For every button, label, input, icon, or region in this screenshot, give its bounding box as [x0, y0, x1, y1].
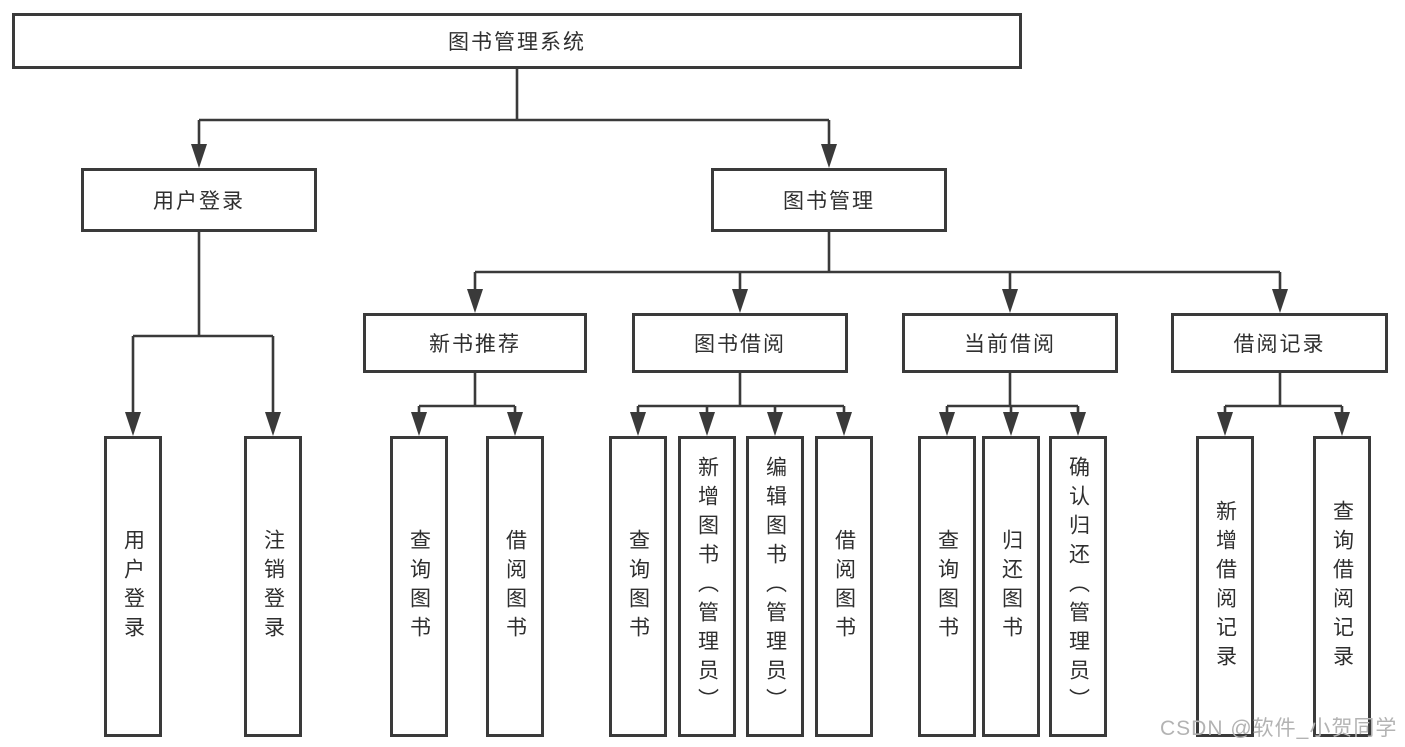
leaf-logout-label: 注销登录: [261, 528, 285, 645]
node-book-management-label: 图书管理: [783, 190, 875, 213]
leaf-recommend-borrow-books: 借阅图书: [486, 436, 544, 737]
node-user-login-label: 用户登录: [153, 190, 245, 213]
node-current-borrow: 当前借阅: [902, 313, 1118, 373]
leaf-borrow-query-books-label: 查询图书: [626, 528, 650, 645]
leaf-current-return-books: 归还图书: [982, 436, 1040, 737]
leaf-current-confirm-return-admin-label: 确认归还（管理员）: [1066, 456, 1090, 717]
leaf-recommend-query-books-label: 查询图书: [407, 528, 431, 645]
node-new-book-recommend: 新书推荐: [363, 313, 587, 373]
leaf-record-query-record-label: 查询借阅记录: [1330, 499, 1354, 674]
leaf-borrow-borrow-books: 借阅图书: [815, 436, 873, 737]
node-book-borrow: 图书借阅: [632, 313, 848, 373]
leaf-borrow-borrow-books-label: 借阅图书: [832, 528, 856, 645]
leaf-current-return-books-label: 归还图书: [999, 528, 1023, 645]
leaf-recommend-borrow-books-label: 借阅图书: [503, 528, 527, 645]
node-root: 图书管理系统: [12, 13, 1022, 69]
node-book-management: 图书管理: [711, 168, 947, 232]
arrowheads: [125, 144, 1350, 436]
leaf-borrow-query-books: 查询图书: [609, 436, 667, 737]
leaf-record-query-record: 查询借阅记录: [1313, 436, 1371, 737]
leaf-borrow-add-books-admin-label: 新增图书（管理员）: [695, 456, 719, 717]
leaf-current-query-books-label: 查询图书: [935, 528, 959, 645]
node-borrow-record: 借阅记录: [1171, 313, 1388, 373]
leaf-record-add-record: 新增借阅记录: [1196, 436, 1254, 737]
leaf-current-query-books: 查询图书: [918, 436, 976, 737]
leaf-borrow-edit-books-admin-label: 编辑图书（管理员）: [763, 456, 787, 717]
node-user-login: 用户登录: [81, 168, 317, 232]
node-current-borrow-label: 当前借阅: [964, 333, 1056, 356]
node-book-borrow-label: 图书借阅: [694, 333, 786, 356]
leaf-user-login-label: 用户登录: [121, 528, 145, 645]
node-new-book-recommend-label: 新书推荐: [429, 333, 521, 356]
leaf-record-add-record-label: 新增借阅记录: [1213, 499, 1237, 674]
node-borrow-record-label: 借阅记录: [1233, 333, 1326, 356]
node-root-label: 图书管理系统: [448, 31, 586, 54]
leaf-user-login: 用户登录: [104, 436, 162, 737]
leaf-current-confirm-return-admin: 确认归还（管理员）: [1049, 436, 1107, 737]
leaf-logout: 注销登录: [244, 436, 302, 737]
csdn-watermark: CSDN @软件_小贺同学: [1160, 717, 1398, 740]
leaf-recommend-query-books: 查询图书: [390, 436, 448, 737]
leaf-borrow-add-books-admin: 新增图书（管理员）: [678, 436, 736, 737]
leaf-borrow-edit-books-admin: 编辑图书（管理员）: [746, 436, 804, 737]
